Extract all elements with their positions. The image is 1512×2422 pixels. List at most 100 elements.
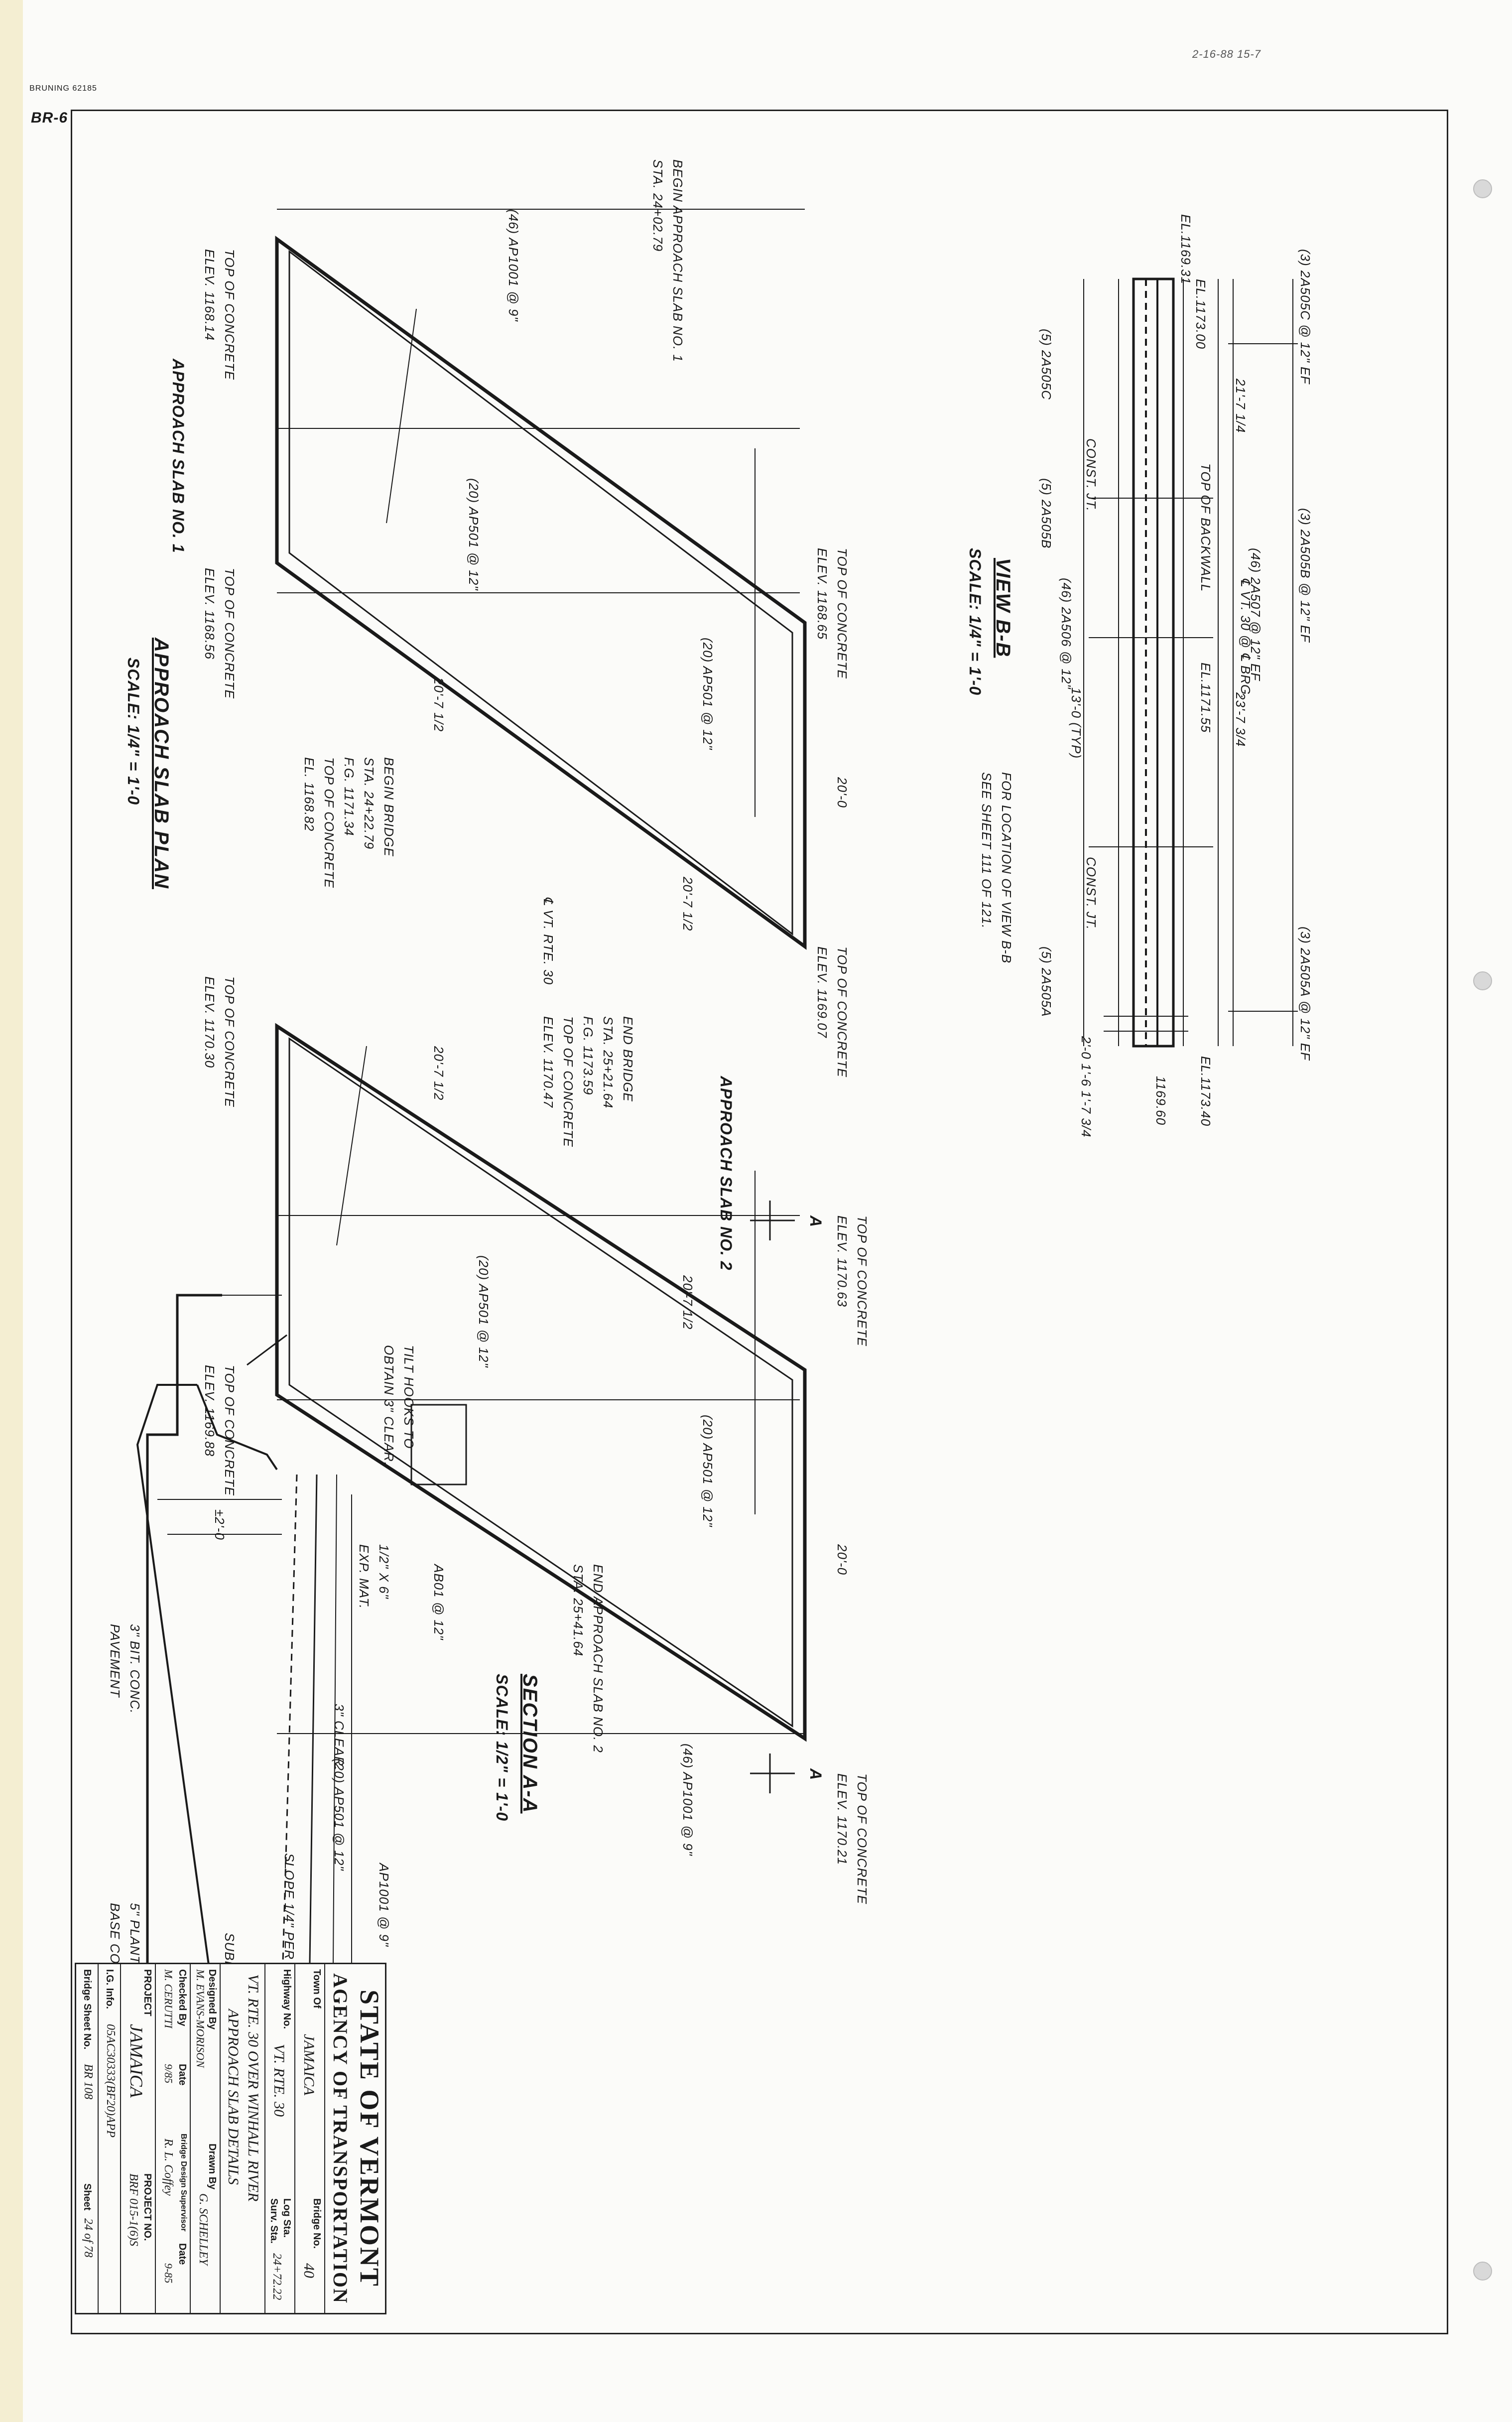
title-block-row: Highway No. VT. RTE. 30 Log Sta. Surv. S…	[264, 1964, 295, 2313]
rebar-label: (20) AP501 @ 12"	[700, 1415, 715, 1527]
bridge-no-value: 40	[301, 2263, 317, 2278]
title-block-row: Checked By M. CERUTTI Date 9/85 Bridge D…	[155, 1964, 191, 2313]
title-block-row: Designed By M. EVANS-MORISON Drawn By G.…	[190, 1964, 221, 2313]
highway-value: VT. RTE. 30	[271, 2044, 287, 2117]
elevation-label: TOP OF CONCRETE	[222, 568, 237, 699]
view-bb-scale: SCALE: 1/4" = 1'-0	[966, 548, 984, 695]
elevation-label: ELEV. 1169.88	[202, 1365, 217, 1457]
elevation-label: ELEV. 1170.30	[202, 976, 217, 1069]
surv-sta-label: Surv. Sta.	[268, 2198, 279, 2244]
elevation-label: TOP OF CONCRETE	[855, 1773, 870, 1904]
station-label: END BRIDGE	[621, 1016, 635, 1102]
view-bb-elevation	[1083, 277, 1298, 1048]
station-label: STA. 25+41.64	[571, 1564, 586, 1657]
rebar-label: (20) AP501 @ 12"	[466, 478, 481, 591]
date-value: 9/85	[162, 2064, 175, 2084]
station-label: STA. 24+22.79	[362, 757, 377, 850]
station-label: STA. 25+21.64	[601, 1016, 616, 1109]
rebar-label: (3) 2A505B @ 12" EF	[1298, 508, 1313, 643]
sheet-title: APPROACH SLAB DETAILS	[225, 2009, 242, 2185]
elevation-label: TOP OF CONCRETE	[835, 946, 850, 1077]
elevation-label: EL.1169.31	[1178, 214, 1193, 285]
supervisor-date-label: Date	[177, 2243, 188, 2265]
bridge-sheet-label: Bridge Sheet No.	[82, 1969, 93, 2050]
supervisor-signature: R. L. Coffey	[162, 2139, 175, 2196]
slab-2-title: APPROACH SLAB NO. 2	[717, 1076, 735, 1271]
section-label: (20) AP501 @ 12"	[332, 1758, 347, 1871]
elevation-label: ELEV. 1168.14	[202, 249, 217, 341]
title-block-row: Town Of JAMAICA Bridge No. 40	[294, 1964, 325, 2313]
plan-scale: SCALE: 1/4" = 1'-0	[125, 658, 142, 805]
highway-label: Highway No.	[281, 1969, 292, 2029]
elevation-label: TOP OF CONCRETE	[222, 976, 237, 1107]
plan-title: APPROACH SLAB PLAN	[150, 638, 172, 889]
view-bb-title: VIEW B-B	[992, 558, 1014, 658]
sheet-label: Sheet	[82, 2183, 93, 2211]
supervisor-label: Bridge Design Supervisor	[179, 2134, 188, 2232]
dimension-label: 20'-0	[835, 1544, 850, 1576]
title-block-row: Bridge Sheet No. BR 108 Sheet 24 of 78	[75, 1964, 99, 2313]
ig-info-value: 05AC30333(BF20)APP	[104, 2024, 117, 2138]
elevation-label: ELEV. 1169.07	[815, 946, 830, 1039]
section-aa-scale: SCALE: 1/2" = 1'-0	[493, 1674, 511, 1821]
elevation-label: EL.1173.40	[1198, 1056, 1213, 1127]
dimension-label: 21'-7 1/4	[1233, 379, 1248, 433]
elevation-label: TOP OF CONCRETE	[222, 249, 237, 380]
rebar-label: (3) 2A505A @ 12" EF	[1298, 927, 1313, 1061]
supervisor-date-value: 9-85	[162, 2263, 175, 2284]
dimension-label: 20'-7 1/2	[431, 677, 446, 732]
town-label: Town Of	[311, 1969, 322, 2009]
surv-sta-value: 24+72.22	[270, 2253, 283, 2300]
drawn-value: G. SCHELLEY	[197, 2193, 210, 2266]
station-label: F.G. 1173.59	[581, 1016, 596, 1095]
project-value: JAMAICA	[126, 2024, 146, 2098]
dimension-label: 20'-0	[835, 777, 850, 808]
rebar-label: (46) 2A506 @ 12"	[1059, 578, 1074, 689]
rebar-label: (5) 2A505C	[1039, 329, 1054, 400]
rebar-label: (3) 2A505C @ 12" EF	[1298, 249, 1313, 385]
elevation-label: EL.1173.00	[1193, 279, 1208, 350]
log-sta-label: Log Sta.	[281, 2198, 292, 2238]
station-label: BEGIN BRIDGE	[381, 757, 396, 857]
station-label: BEGIN APPROACH SLAB NO. 1	[670, 159, 685, 362]
title-block: STATE OF VERMONT AGENCY OF TRANSPORTATIO…	[75, 1963, 386, 2314]
town-value: JAMAICA	[301, 2034, 317, 2096]
date-label: Date	[177, 2064, 188, 2086]
section-aa-title: SECTION A-A	[519, 1674, 541, 1814]
station-label: TOP OF CONCRETE	[322, 757, 337, 888]
bridge-no-label: Bridge No.	[311, 2198, 322, 2249]
dimension-label: 20'-7 1/2	[431, 1046, 446, 1101]
dimension-label: 23'-7 3/4	[1233, 692, 1248, 747]
station-label: STA. 24+02.79	[650, 159, 665, 252]
section-label: AP1001 @ 9"	[377, 1863, 391, 1947]
slab-1-title: APPROACH SLAB NO. 1	[169, 359, 187, 553]
rebar-label: (20) AP501 @ 12"	[476, 1255, 491, 1368]
backwall-label: TOP OF BACKWALL	[1198, 463, 1213, 592]
section-label: EXP. MAT.	[357, 1544, 372, 1609]
rebar-label: (20) AP501 @ 12"	[700, 638, 715, 750]
section-label: AB01 @ 12"	[431, 1564, 446, 1640]
section-label: 3" BIT. CONC.	[127, 1624, 142, 1714]
title-block-agency: AGENCY OF TRANSPORTATION	[329, 1973, 352, 2304]
rebar-label: (46) AP1001 @ 9"	[506, 209, 521, 322]
station-label: EL. 1168.82	[302, 757, 317, 832]
elevation-label: TOP OF CONCRETE	[222, 1365, 237, 1496]
elevation-label: ELEV. 1170.21	[835, 1773, 850, 1866]
joint-label: CONST. JT.	[1084, 857, 1099, 930]
section-label: PAVEMENT	[108, 1624, 123, 1698]
dimension-label: 20'-7 1/2	[680, 877, 695, 932]
joint-label: CONST. JT.	[1084, 438, 1099, 512]
station-label: ELEV. 1170.47	[541, 1016, 556, 1108]
project-no-label: PROJECT NO.	[142, 2173, 153, 2241]
designed-value: M. EVANS-MORISON	[194, 1969, 207, 2068]
elevation-label: ELEV. 1168.56	[202, 568, 217, 660]
approach-slab-2-outline	[275, 1023, 807, 1742]
checked-value: M. CERUTTI	[162, 1969, 175, 2028]
station-label: END APPROACH SLAB NO. 2	[591, 1564, 606, 1753]
elevation-label: ELEV. 1170.63	[835, 1215, 850, 1308]
rebar-label: (5) 2A505B	[1039, 478, 1054, 549]
dimension-label: ±2'-0	[212, 1509, 227, 1540]
